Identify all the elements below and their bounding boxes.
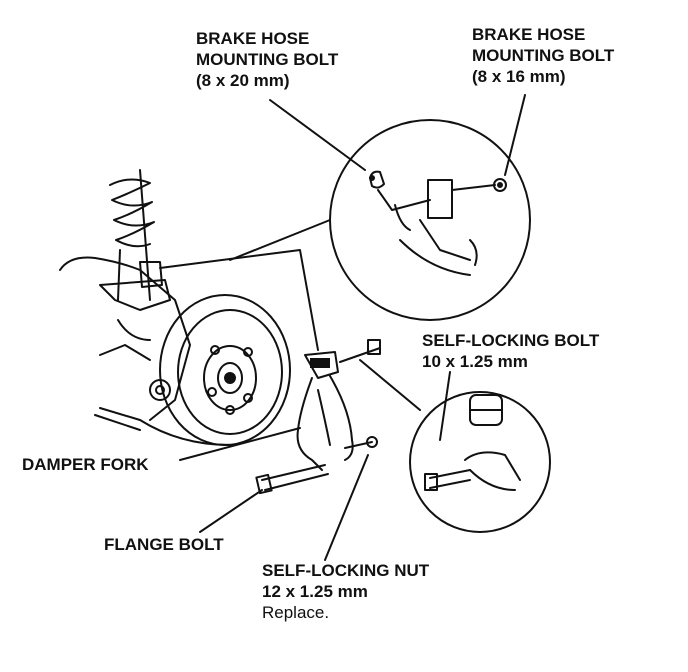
bolt-head-icon bbox=[497, 182, 503, 188]
hub-center-icon bbox=[224, 372, 236, 384]
leader-lines bbox=[94, 94, 526, 561]
label-line: (8 x 16 mm) bbox=[472, 67, 566, 86]
label-line: BRAKE HOSE bbox=[196, 29, 310, 48]
label-line: SELF-LOCKING NUT bbox=[262, 561, 430, 580]
label-line: 12 x 1.25 mm bbox=[262, 582, 368, 601]
label-self-locking-bolt: SELF-LOCKING BOLT 10 x 1.25 mm bbox=[422, 330, 599, 372]
label-line: (8 x 20 mm) bbox=[196, 71, 290, 90]
label-self-locking-nut: SELF-LOCKING NUT 12 x 1.25 mm Replace. bbox=[262, 560, 429, 623]
label-line: MOUNTING BOLT bbox=[472, 46, 615, 65]
knuckle-assembly bbox=[59, 256, 191, 421]
brake-disc bbox=[139, 294, 291, 446]
label-line: BRAKE HOSE bbox=[472, 25, 586, 44]
bolt-head-icon bbox=[369, 175, 375, 181]
label-brake-hose-bolt-8x20: BRAKE HOSE MOUNTING BOLT (8 x 20 mm) bbox=[196, 28, 338, 91]
label-line: Replace. bbox=[262, 603, 330, 622]
label-brake-hose-bolt-8x16: BRAKE HOSE MOUNTING BOLT (8 x 16 mm) bbox=[472, 24, 614, 87]
label-flange-bolt: FLANGE BOLT bbox=[104, 535, 224, 554]
label-line: MOUNTING BOLT bbox=[196, 50, 339, 69]
label-damper-fork: DAMPER FORK bbox=[22, 455, 149, 474]
detail-circle-brake-hose bbox=[329, 119, 531, 321]
label-line: SELF-LOCKING BOLT bbox=[422, 331, 600, 350]
detail-circle-self-locking-bolt bbox=[409, 391, 551, 533]
flange-bolt-shape bbox=[255, 464, 329, 495]
label-line: 10 x 1.25 mm bbox=[422, 352, 528, 371]
fork-clamp-icon bbox=[310, 358, 330, 368]
damper-fork-shape bbox=[296, 339, 381, 471]
